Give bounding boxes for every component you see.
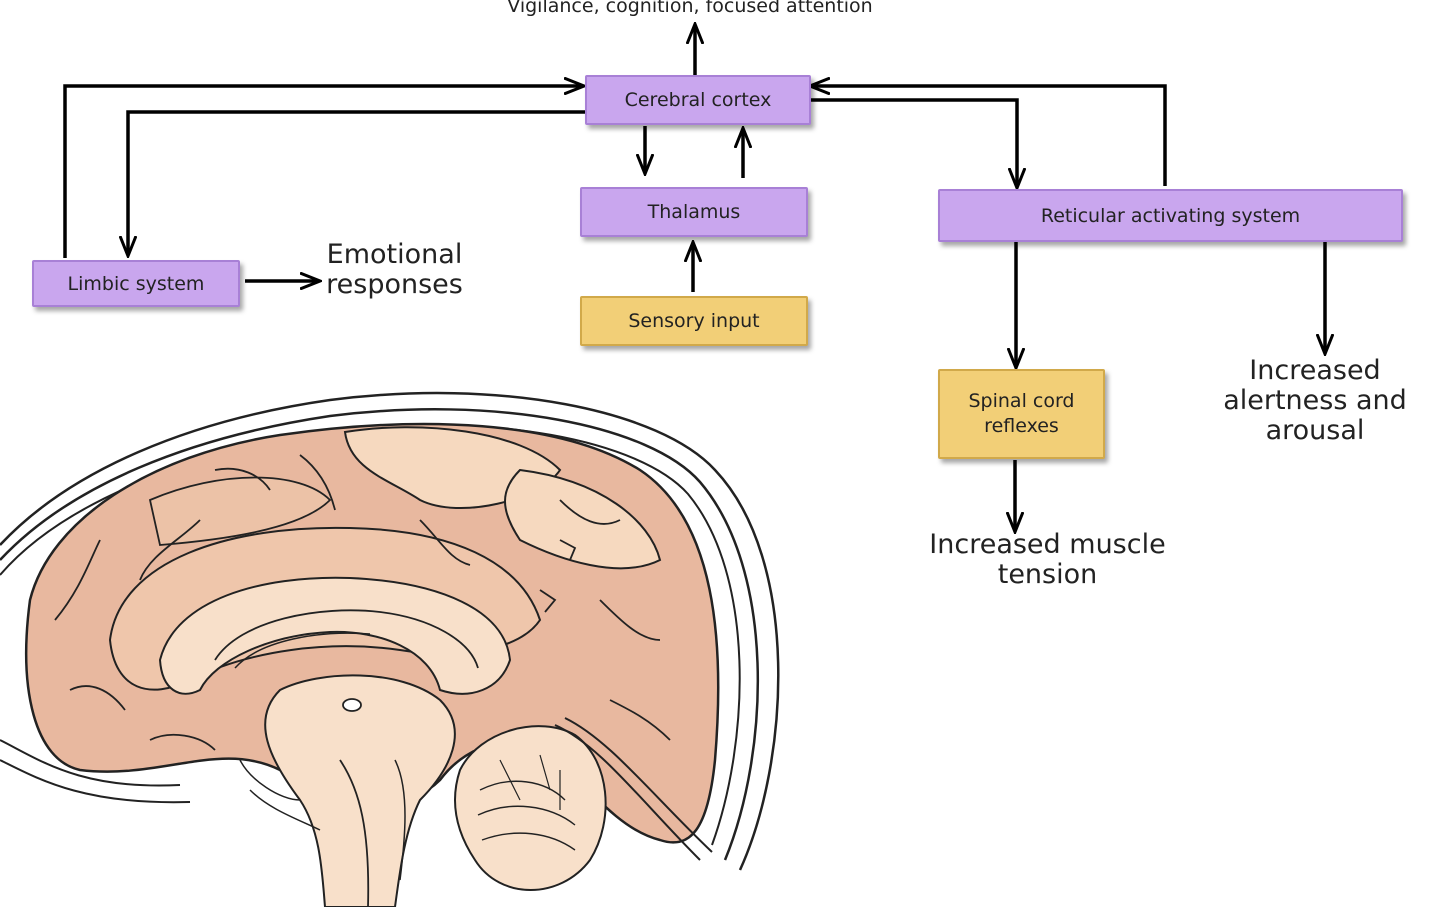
alertness-arousal-label: Increased alertness and arousal — [1223, 355, 1407, 447]
limbic-system-box: Limbic system — [32, 260, 240, 307]
reticular-activating-system-box: Reticular activating system — [938, 189, 1403, 242]
arrow-cortex-to-limbic — [128, 110, 585, 254]
vigilance-output-label: Vigilance, cognition, focused attention — [507, 0, 873, 17]
arrow-cortex-to-ras — [810, 98, 1017, 186]
sensory-input-box: Sensory input — [580, 296, 808, 346]
emotional-responses-label: Emotional responses — [326, 239, 463, 301]
muscle-tension-label: Increased muscle tension — [929, 529, 1166, 591]
brain-illustration — [0, 391, 780, 907]
spinal-cord-reflexes-box: Spinal cord reflexes — [938, 369, 1105, 459]
skull-outline — [0, 391, 780, 871]
arrow-ras-to-cortex — [812, 86, 1167, 186]
arrow-limbic-to-cortex — [63, 86, 582, 258]
cerebellum — [454, 725, 607, 891]
thalamus-box: Thalamus — [580, 187, 808, 237]
brainstem — [264, 674, 456, 907]
corpus-callosum — [158, 576, 512, 695]
cerebral-cortex-box: Cerebral cortex — [585, 75, 811, 125]
